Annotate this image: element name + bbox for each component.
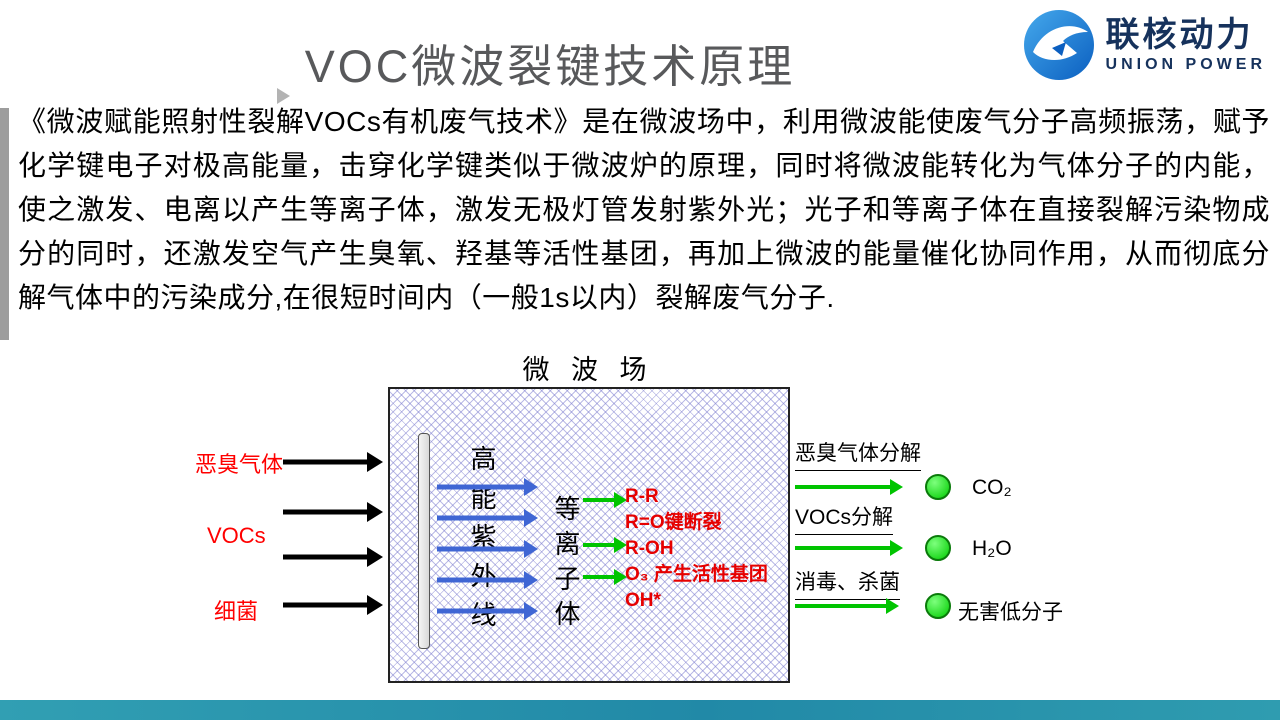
product-co2: CO₂ <box>972 476 1012 499</box>
logo-text: 联核动力 UNION POWER <box>1106 15 1266 75</box>
product-h2o: H₂O <box>972 537 1012 560</box>
uv-arrow-1 <box>437 478 538 496</box>
uv-arrow-2 <box>437 509 538 527</box>
logo-company-name: 联核动力 <box>1105 16 1254 54</box>
output-arrow-2 <box>795 540 903 556</box>
reaction-item-ozone: O₃ 产生活性基团 <box>625 564 768 585</box>
logo-globe-icon <box>1023 10 1094 80</box>
body-paragraph: 《微波赋能照射性裂解VOCs有机废气技术》是在微波场中，利用微波能使废气分子高频… <box>18 106 1270 313</box>
uv-arrow-4 <box>437 571 538 589</box>
input-label-vocs: VOCs <box>207 523 266 548</box>
diagram-title: 微 波 场 <box>522 355 654 385</box>
output-arrow-3 <box>795 598 899 614</box>
plasma-arrow-2 <box>583 537 627 553</box>
bottom-bar <box>0 700 1280 720</box>
input-arrow-4 <box>283 595 383 615</box>
title-triangle-icon <box>277 88 290 104</box>
product-dot-co2 <box>925 474 951 500</box>
plasma-label: 等离子体 <box>551 495 581 635</box>
reaction-item-ro: R=O键断裂 <box>625 512 722 533</box>
reaction-item-roh: R-OH <box>625 538 674 559</box>
reaction-item-rr: R-R <box>625 486 659 507</box>
logo-company-subtitle: UNION POWER <box>1105 56 1266 73</box>
page-title: VOC微波裂键技术原理 <box>304 41 796 92</box>
uv-lamp <box>418 433 430 649</box>
output-label-vocs-decomposed: VOCs分解 <box>795 501 894 535</box>
uv-arrow-5 <box>437 602 538 620</box>
output-arrow-1 <box>795 479 903 495</box>
paragraph-accent-bar <box>0 108 9 340</box>
product-dot-harmless <box>925 593 951 619</box>
output-label-odor-decomposed: 恶臭气体分解 <box>795 437 921 471</box>
input-label-odor-gas: 恶臭气体 <box>195 452 284 477</box>
output-label-disinfect: 消毒、杀菌 <box>795 566 900 600</box>
plasma-arrow-3 <box>583 569 627 585</box>
plasma-arrow-1 <box>583 492 627 508</box>
input-arrow-2 <box>283 502 383 522</box>
input-arrow-1 <box>283 452 383 472</box>
reaction-item-oh: OH* <box>625 590 661 611</box>
uv-arrow-3 <box>437 540 538 558</box>
company-logo: 联核动力 UNION POWER <box>1022 8 1266 82</box>
reaction-list: R-R R=O键断裂 R-OH O₃ 产生活性基团 OH* <box>625 484 768 614</box>
input-label-bacteria: 细菌 <box>214 599 259 624</box>
product-harmless-molecules: 无害低分子 <box>958 601 1063 624</box>
microwave-chamber: 高能紫外线 等离子体 R-R R=O键断裂 R-OH O₃ 产生活性基团 OH* <box>388 387 790 683</box>
product-dot-h2o <box>925 535 951 561</box>
input-arrow-3 <box>283 547 383 567</box>
